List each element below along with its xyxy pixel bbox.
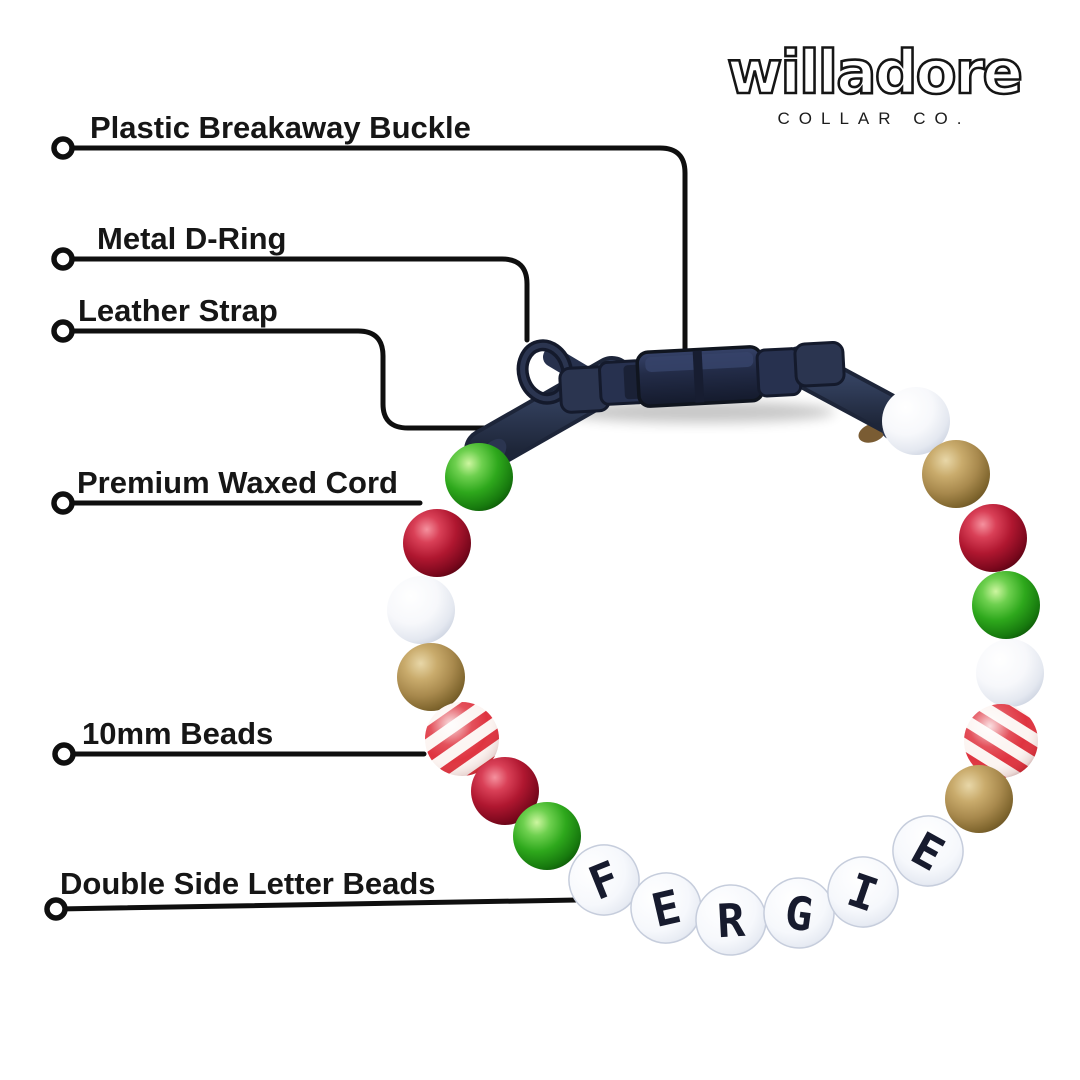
callout-dot [51,136,75,160]
bead-green [445,443,513,511]
letter-bead-disc [763,877,835,949]
bead-green [972,571,1040,639]
letter-bead-disc [892,815,964,887]
label-premium-waxed-cord: Premium Waxed Cord [77,465,398,500]
brand-tagline: COLLAR CO. [777,109,971,128]
buckle-strap-loop-right [793,340,846,388]
bead-green [513,802,581,870]
bead-strand [387,387,1044,870]
bead-white [882,387,950,455]
bead-white [976,639,1044,707]
bead-candy-stripe [964,704,1038,778]
letter-bead-letter: R [716,893,747,948]
callout-dot [51,319,75,343]
letter-bead: G [763,877,835,949]
bead-gold [945,765,1013,833]
bead-red [403,509,471,577]
bead-candy-stripe [425,702,499,776]
metal-d-ring-highlight [520,342,570,402]
letter-bead: F [568,844,640,916]
letter-bead: E [630,872,702,944]
label-leather-strap: Leather Strap [78,293,278,328]
label-metal-d-ring: Metal D-Ring [97,221,287,256]
collar-hardware [464,339,928,472]
letter-bead-disc [630,872,702,944]
bead-white [387,576,455,644]
brand-name: willadore [726,38,1025,108]
letter-bead-disc [827,856,899,928]
bead-red [959,504,1027,572]
callout-line-dring [62,256,530,343]
bead-gold [922,440,990,508]
label-10mm-beads: 10mm Beads [82,716,274,751]
bead-red [471,757,539,825]
brand-logo: willadore COLLAR CO. [688,38,1060,129]
callout-line-strap [62,328,505,431]
callout-line-letters [55,897,580,912]
letter-bead: R [695,884,767,956]
callout-dot [44,897,68,921]
letter-bead-disc [568,844,640,916]
callout-lines [44,136,688,921]
callout-dot [51,491,75,515]
letter-bead: I [827,856,899,928]
label-plastic-breakaway-buckle: Plastic Breakaway Buckle [90,110,471,145]
buckle-seam [692,350,705,403]
letter-bead-strand: F E R G I E [568,815,964,956]
label-double-side-letter-beads: Double Side Letter Beads [60,866,436,901]
bead-gold [397,643,465,711]
callout-dot [52,742,76,766]
callout-dot [51,247,75,271]
buckle-shadow [565,401,835,423]
breakaway-buckle [558,340,846,414]
letter-bead: E [892,815,964,887]
callout-line-buckle [62,145,688,355]
